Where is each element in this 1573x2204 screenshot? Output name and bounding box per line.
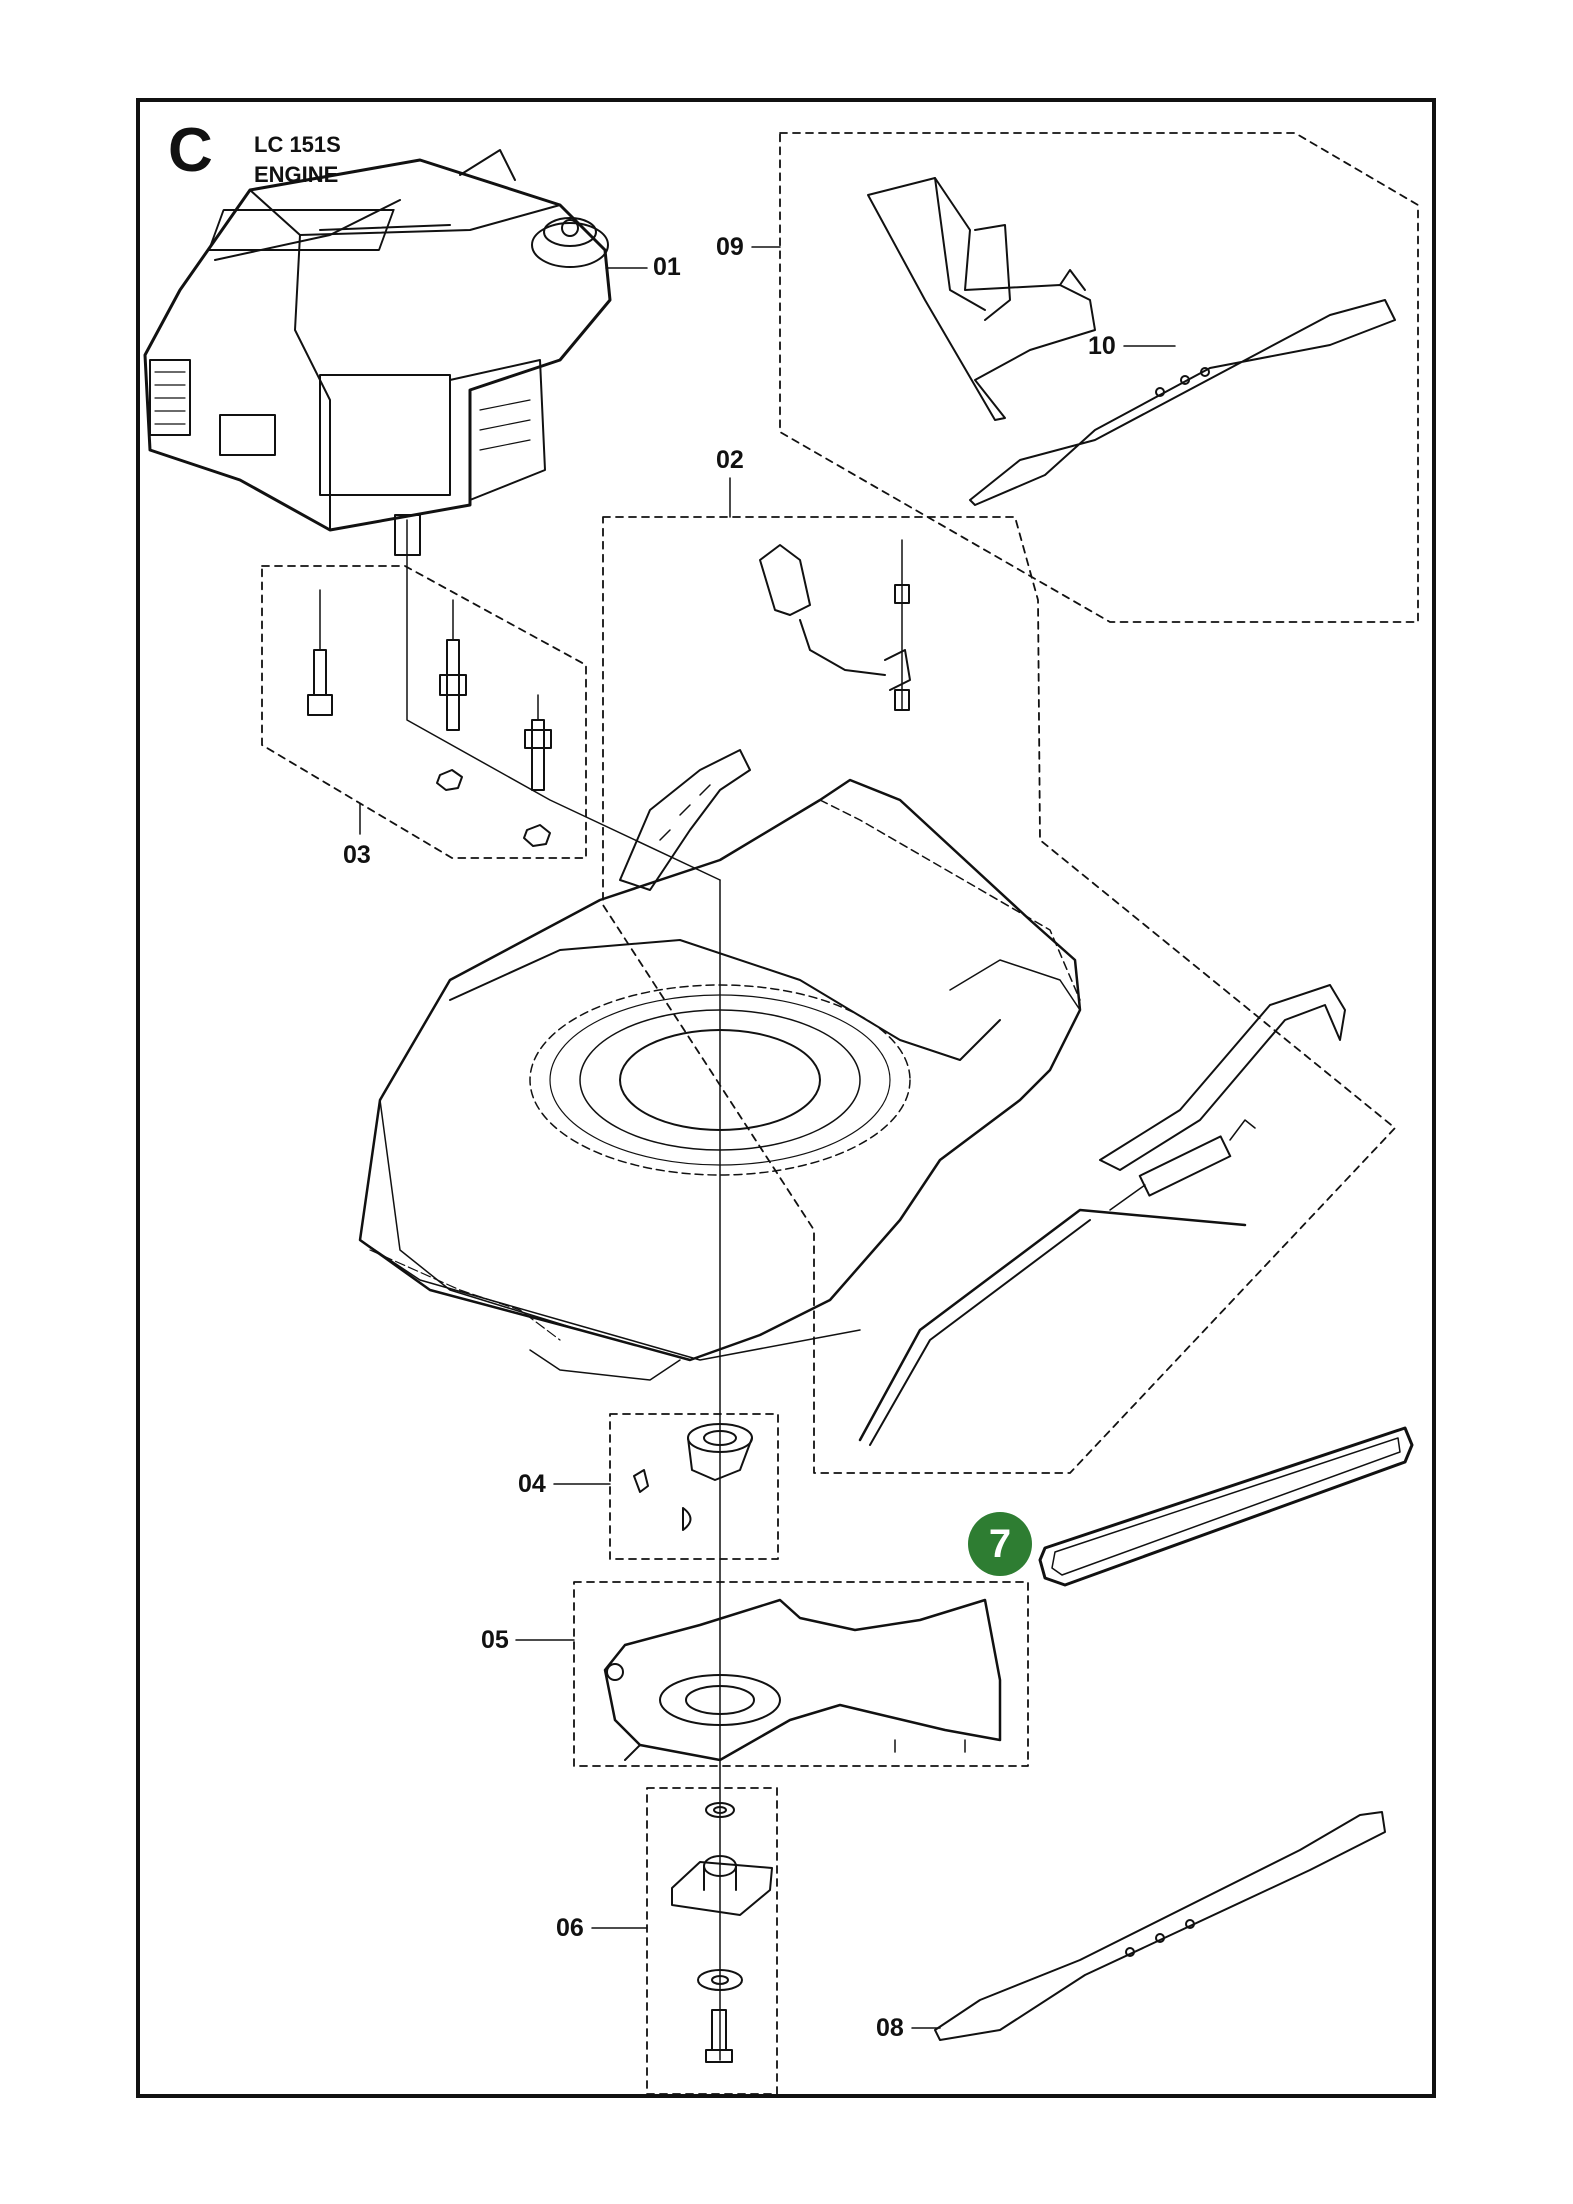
kit-box-02 — [602, 516, 1396, 1474]
section-letter: C — [168, 116, 213, 185]
callout-09[interactable]: 09 — [716, 233, 744, 261]
bolt-set-drawing — [307, 589, 552, 847]
height-adjust-drawing — [619, 539, 1346, 1446]
model-title: LC 151S ENGINE — [254, 130, 341, 190]
callout-03[interactable]: 03 — [343, 841, 371, 869]
callout-08[interactable]: 08 — [876, 2014, 904, 2042]
callout-10[interactable]: 10 — [1088, 332, 1116, 360]
callout-05[interactable]: 05 — [481, 1626, 509, 1654]
kit-box-03 — [261, 565, 587, 859]
blade-08-drawing — [934, 1811, 1386, 2041]
engine-axis — [406, 519, 721, 881]
callout-04[interactable]: 04 — [518, 1470, 546, 1498]
highlight-badge-7[interactable]: 7 — [968, 1512, 1032, 1576]
deflector-drawing — [867, 177, 1096, 421]
callout-01[interactable]: 01 — [653, 253, 681, 281]
model-name: LC 151S — [254, 132, 341, 157]
page-frame — [136, 98, 1436, 2098]
kit-box-04 — [609, 1413, 779, 1560]
callout-06[interactable]: 06 — [556, 1914, 584, 1942]
drive-belt-drawing — [1038, 1426, 1414, 1587]
mower-deck-drawing — [358, 778, 1082, 1381]
dashed-group-boxes — [261, 132, 1419, 2095]
model-subtitle: ENGINE — [254, 162, 339, 187]
engine-drawing — [143, 149, 612, 556]
drive-hub-drawing — [633, 1423, 753, 1531]
leader-lines — [359, 246, 1176, 2029]
kit-box-05 — [573, 1581, 1029, 1767]
blade-10-drawing — [969, 299, 1396, 506]
belt-cover-drawing — [603, 1598, 1002, 1762]
callout-02[interactable]: 02 — [716, 446, 744, 474]
blade-adapter-drawing — [671, 1802, 773, 2063]
